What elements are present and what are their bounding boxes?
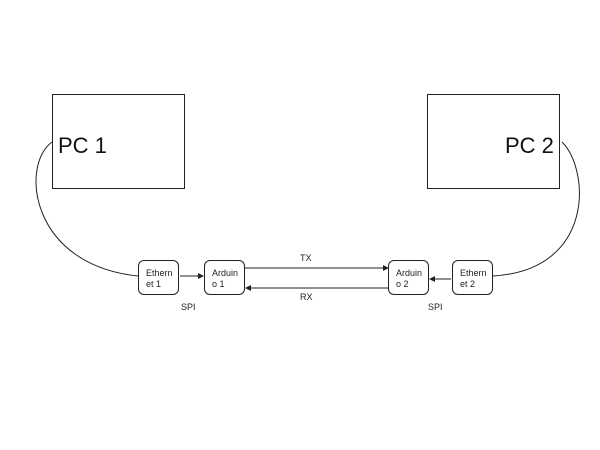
spi-left-label: SPI (181, 302, 196, 312)
arduino2-box: Arduin o 2 (388, 260, 429, 295)
ethernet2-box: Ethern et 2 (452, 260, 493, 295)
pc2-box: PC 2 (427, 94, 560, 189)
ethernet1-label: Ethern et 1 (146, 268, 173, 289)
pc1-box: PC 1 (52, 94, 185, 189)
pc2-label: PC 2 (505, 133, 554, 158)
spi-right-label: SPI (428, 302, 443, 312)
arduino1-box: Arduin o 1 (204, 260, 245, 295)
pc1-to-ethernet1-cable (35, 141, 139, 277)
ethernet2-label: Ethern et 2 (460, 268, 487, 289)
rx-label: RX (300, 292, 313, 302)
arduino1-label: Arduin o 1 (212, 268, 239, 289)
ethernet1-box: Ethern et 1 (138, 260, 179, 295)
arduino2-label: Arduin o 2 (396, 268, 423, 289)
tx-label: TX (300, 253, 312, 263)
pc1-label: PC 1 (58, 133, 107, 158)
pc2-to-ethernet2-cable (492, 141, 580, 277)
